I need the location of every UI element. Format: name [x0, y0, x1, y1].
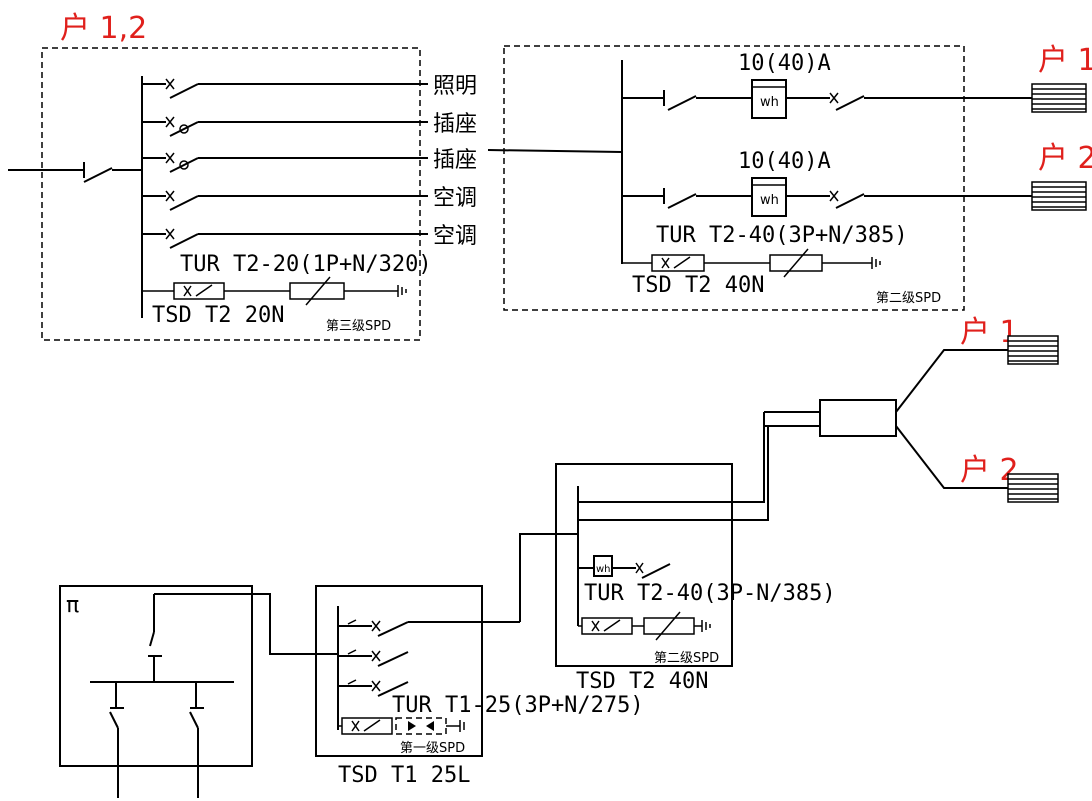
rcd-circle-icon — [179, 160, 189, 170]
house-1-load-icon — [1007, 335, 1059, 365]
circuit-label: 空调 — [433, 224, 477, 249]
breaker-cross-icon — [829, 92, 839, 104]
branch-lighting: 照明 — [142, 74, 477, 99]
household-panel-border — [41, 47, 421, 341]
circuit-label: 插座 — [433, 112, 477, 137]
house-1-label: 户 1 — [1038, 43, 1092, 78]
breaker-cross-icon — [165, 78, 175, 90]
house-distribution: 户 1 户 2 — [764, 315, 1059, 503]
feeder-to-houses-2 — [578, 425, 769, 521]
spd-spec-label: TUR T2-20(1P+N/320) — [180, 252, 432, 277]
second-spd-box: wh TUR T2-40(3P-N/385) 第二级SPD TSD T2 40N — [555, 412, 836, 694]
meter-rating-label: 10(40)A — [738, 51, 831, 76]
breaker-cross-icon — [165, 116, 175, 128]
meter-label: wh — [760, 95, 779, 110]
meter-panel-border — [503, 45, 965, 311]
house-1-feeder — [895, 349, 1008, 413]
breaker-row — [338, 679, 409, 697]
house-2-feeder — [895, 425, 1008, 489]
spark-gap-icon — [395, 717, 447, 735]
ground-icon — [459, 720, 465, 732]
ground-icon — [701, 620, 711, 632]
breaker-cross-icon — [165, 228, 175, 240]
meter-branch-2: 10(40)A wh 户 2 — [622, 141, 1092, 217]
junction-box — [819, 399, 897, 437]
spd-level-label: 第二级SPD — [876, 291, 941, 306]
spd-spec-label: TUR T2-40(3P+N/385) — [656, 223, 908, 248]
panel-connector — [487, 149, 623, 153]
spd-model-label: TSD T2 40N — [576, 669, 708, 694]
feeder-to-houses-1 — [578, 412, 765, 503]
rcd-circle-icon — [179, 124, 189, 134]
second-spd-box-border — [555, 463, 733, 667]
energy-meter-icon — [593, 555, 613, 577]
spd-third-level: TUR T2-20(1P+N/320) TSD T2 20N 第三级SPD — [142, 252, 432, 334]
branch-ac-1: 空调 — [142, 186, 477, 211]
spd-disconnector-icon — [173, 282, 225, 300]
varistor-icon — [643, 617, 695, 635]
circuit-label: 照明 — [433, 74, 477, 99]
breaker-cross-icon — [371, 680, 381, 692]
spd-level-label: 第一级SPD — [400, 741, 465, 756]
branch-socket-2: 插座 — [142, 148, 477, 173]
spd-disconnector-icon — [341, 717, 393, 735]
breaker-row — [338, 619, 409, 637]
spd-model-label: TSD T1 25L — [338, 763, 470, 788]
house-2-load-icon — [1031, 181, 1087, 211]
branch-socket-1: 插座 — [142, 112, 477, 137]
meter-rating-label: 10(40)A — [738, 149, 831, 174]
branch-ac-2: 空调 — [142, 224, 477, 249]
meter-panel: 10(40)A wh 户 1 10(40)A wh — [503, 43, 1092, 311]
spd-second-level: TUR T2-40(3P+N/385) TSD T2 40N 第二级SPD — [622, 223, 941, 306]
breaker-cross-icon — [829, 190, 839, 202]
spd-level-label: 第二级SPD — [654, 651, 719, 666]
varistor-icon — [289, 282, 345, 300]
breaker-cross-icon — [371, 620, 381, 632]
ground-icon — [871, 257, 881, 269]
house-2-label: 户 2 — [1038, 141, 1092, 176]
spd-level-label: 第三级SPD — [326, 319, 391, 334]
circuit-label: 插座 — [433, 148, 477, 173]
first-spd-box-border — [315, 585, 483, 757]
transformer-box: π — [59, 585, 253, 798]
feeder-to-second-spd-box — [519, 533, 578, 622]
spd-disconnector-icon — [581, 617, 633, 635]
household-panel: 户 1,2 照明 插座 — [8, 11, 477, 341]
breaker-cross-icon — [635, 562, 644, 574]
breaker-cross-icon — [165, 190, 175, 202]
breaker-cross-icon — [165, 152, 175, 164]
spd-disconnector-icon — [651, 254, 705, 272]
circuit-label: 空调 — [433, 186, 477, 211]
transformer-symbol: π — [66, 593, 79, 618]
meter-label: wh — [760, 193, 779, 208]
breaker-row — [338, 649, 409, 667]
spd-spec-label: TUR T2-40(3P-N/385) — [584, 581, 836, 606]
spd-spec-label: TUR T1-25(3P+N/275) — [392, 693, 644, 718]
spd-model-label: TSD T2 40N — [632, 273, 764, 298]
transformer-border — [59, 585, 253, 767]
ground-icon — [397, 285, 407, 297]
meter-branch-1: 10(40)A wh 户 1 — [622, 43, 1092, 119]
feeder-to-first-spd-box — [154, 593, 338, 655]
household-label: 户 1,2 — [60, 11, 147, 46]
meter-label: wh — [596, 564, 611, 575]
first-spd-box: TUR T1-25(3P+N/275) 第一级SPD TSD T1 25L — [315, 585, 644, 788]
house-2-load-icon — [1007, 473, 1059, 503]
breaker-cross-icon — [371, 650, 381, 662]
spd-model-label: TSD T2 20N — [152, 303, 284, 328]
house-1-load-icon — [1031, 83, 1087, 113]
main-switch — [83, 167, 113, 183]
